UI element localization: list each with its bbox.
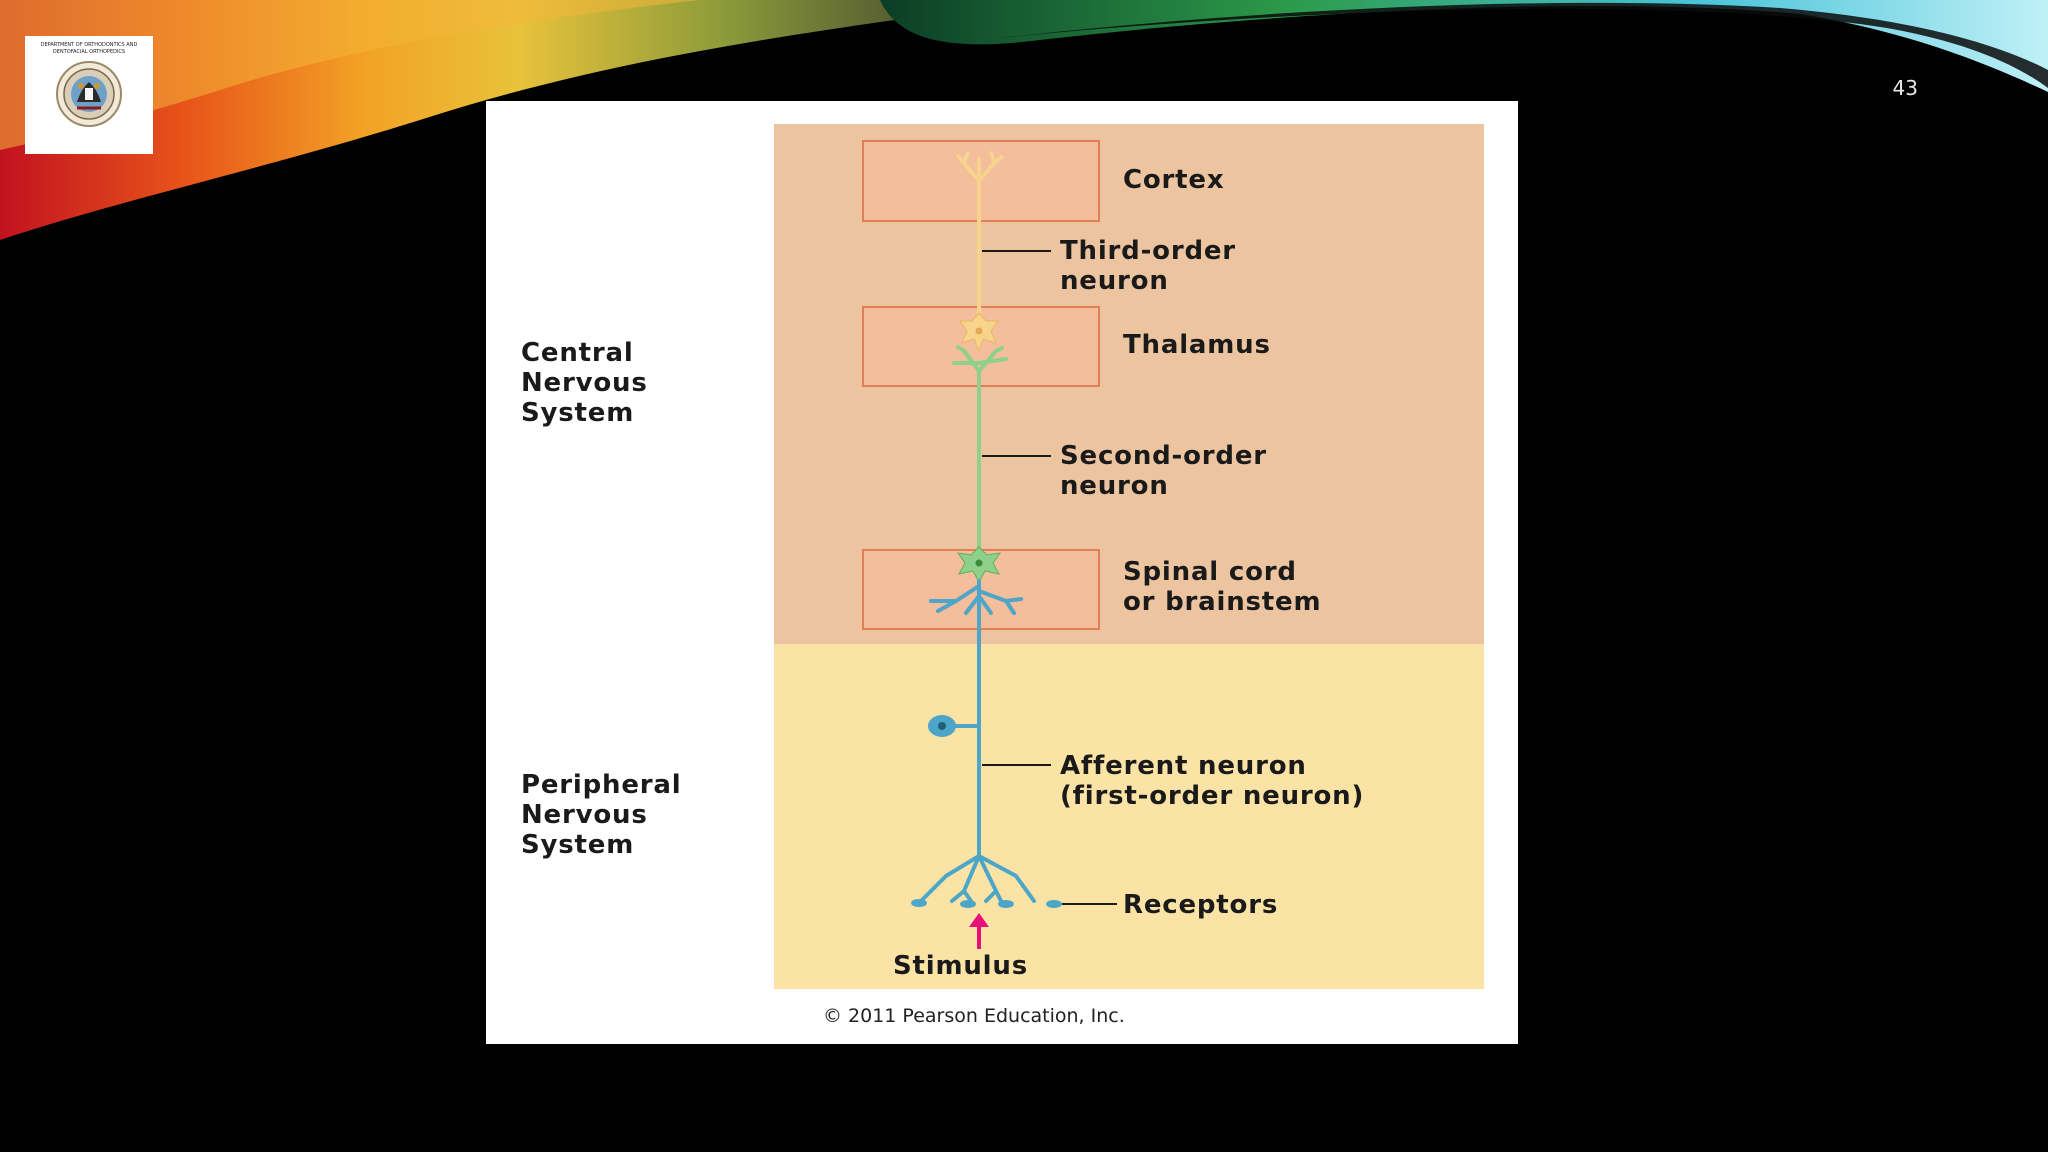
receptor-endings bbox=[911, 899, 1062, 908]
label-spinal-line1: Spinal cord bbox=[1123, 557, 1297, 587]
label-second-order-line1: Second-order bbox=[1060, 441, 1267, 471]
label-pns-line3: System bbox=[521, 830, 634, 860]
label-cns-line1: Central bbox=[521, 338, 634, 368]
sensory-pathway-figure: Cortex Third-order neuron Thalamus Secon… bbox=[486, 101, 1518, 1044]
emblem-icon bbox=[56, 61, 122, 127]
logo-department-text: DEPARTMENT OF ORTHODONTICS AND DENTOFACI… bbox=[40, 42, 138, 55]
label-afferent-line2: (first-order neuron) bbox=[1060, 781, 1364, 811]
slide-number: 43 bbox=[1892, 76, 1918, 100]
label-pns-line1: Peripheral bbox=[521, 770, 681, 800]
label-second-order-line2: neuron bbox=[1060, 471, 1169, 501]
copyright-text: © 2011 Pearson Education, Inc. bbox=[823, 1005, 1125, 1027]
label-pns-line2: Nervous bbox=[521, 800, 648, 830]
decorative-swoosh-band bbox=[0, 0, 2048, 240]
afferent-neuron bbox=[919, 579, 1036, 903]
stimulus-arrow bbox=[969, 913, 989, 949]
label-third-order-line1: Third-order bbox=[1060, 236, 1236, 266]
label-third-order-line2: neuron bbox=[1060, 266, 1169, 296]
label-stimulus: Stimulus bbox=[893, 951, 1028, 981]
label-afferent-line1: Afferent neuron bbox=[1060, 751, 1307, 781]
label-receptors: Receptors bbox=[1123, 890, 1278, 920]
label-cns-line2: Nervous bbox=[521, 368, 648, 398]
department-logo: DEPARTMENT OF ORTHODONTICS AND DENTOFACI… bbox=[25, 36, 153, 154]
pns-region-background bbox=[774, 644, 1484, 989]
label-spinal-line2: or brainstem bbox=[1123, 587, 1321, 617]
label-thalamus: Thalamus bbox=[1123, 330, 1271, 360]
second-order-neuron bbox=[952, 345, 1008, 558]
label-cns-line3: System bbox=[521, 398, 634, 428]
sensory-pathway-diagram: Cortex Third-order neuron Thalamus Secon… bbox=[521, 124, 1484, 1027]
third-order-neuron bbox=[956, 151, 1004, 328]
label-cortex: Cortex bbox=[1123, 165, 1224, 195]
